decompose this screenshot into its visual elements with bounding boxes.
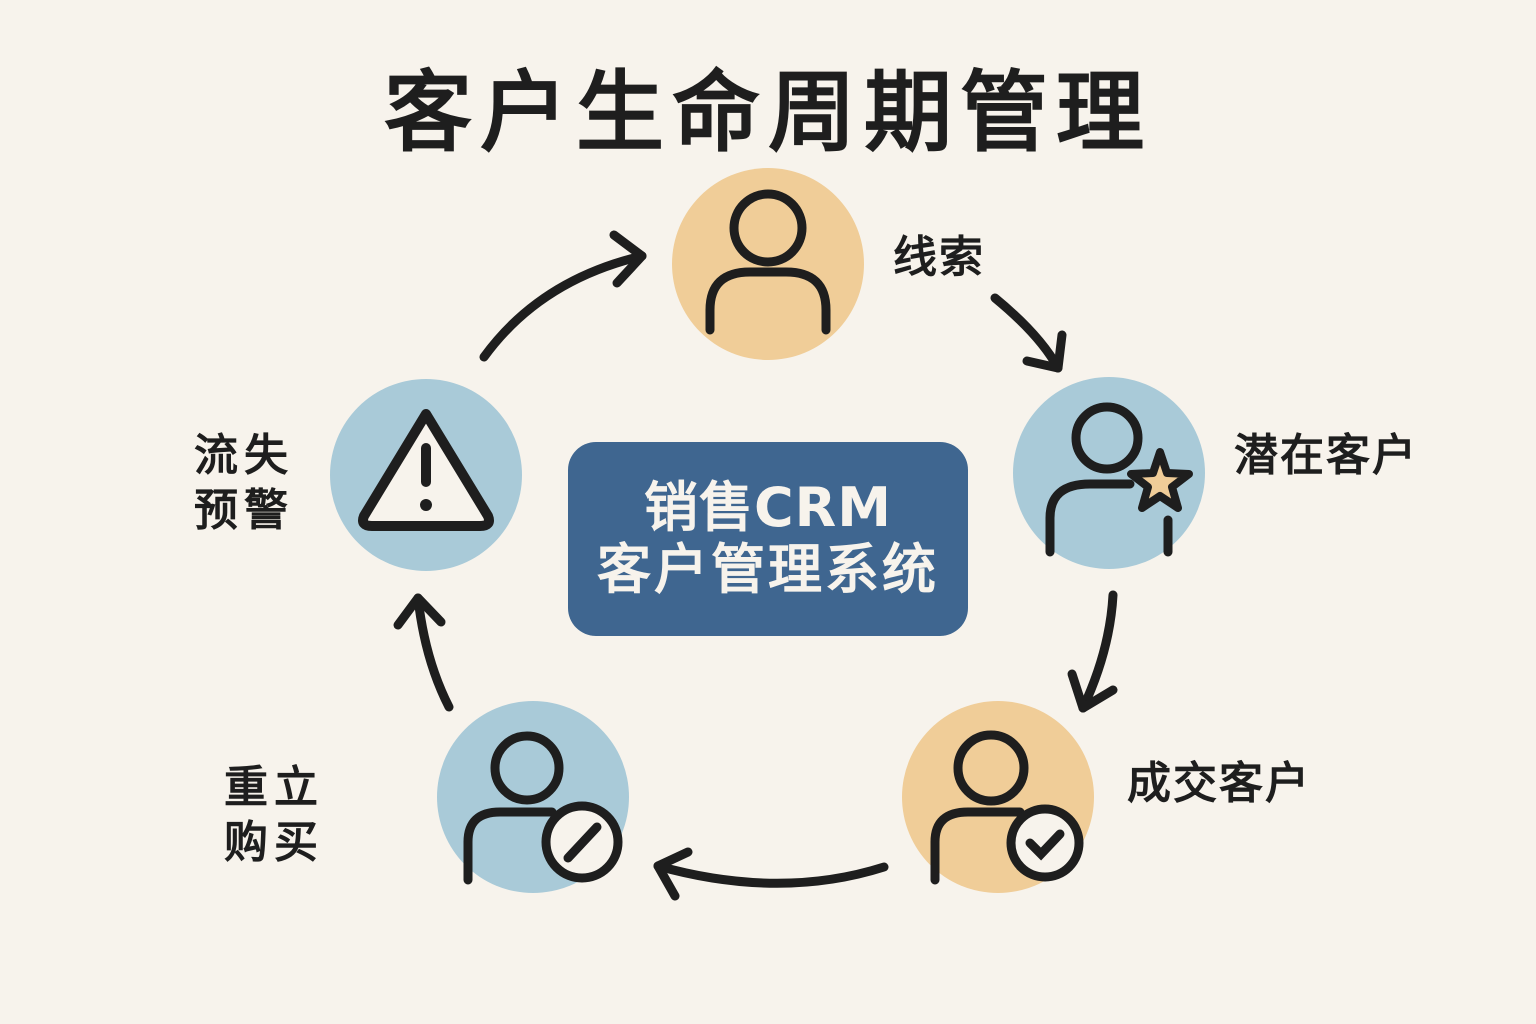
stage-customer-label: 成交客户 [1127, 758, 1311, 809]
stage-churn-label: 流失 预警 [194, 428, 304, 538]
stage-repurchase [437, 701, 629, 893]
stage-customer [902, 701, 1094, 893]
person-edit-icon [463, 731, 623, 885]
star-icon [1127, 448, 1193, 512]
arrow-prospect-to-customer [1067, 590, 1118, 713]
person-check-icon [930, 730, 1084, 885]
stage-lead-label: 线索 [893, 232, 985, 283]
stage-churn-label-line2: 预警 [194, 485, 294, 536]
stage-lead [672, 168, 864, 360]
stage-prospect-label: 潜在客户 [1234, 430, 1418, 481]
crm-system-box: 销售CRM 客户管理系统 [568, 442, 968, 636]
diagram-title: 客户生命周期管理 [383, 61, 1152, 164]
arrow-churn-to-lead [479, 230, 647, 362]
warning-icon [358, 409, 494, 531]
stage-churn-label-line1: 流失 [194, 430, 294, 481]
arrow-customer-to-repurchase [653, 847, 889, 901]
person-star-icon [1045, 402, 1193, 557]
crm-system-title-line2: 客户管理系统 [597, 538, 939, 601]
crm-system-title-line1: 销售CRM [644, 475, 892, 539]
stage-churn [330, 379, 522, 571]
stage-repurchase-label: 重立 购买 [224, 760, 334, 870]
arrow-lead-to-prospect [990, 293, 1067, 373]
person-icon [705, 189, 831, 335]
stage-repurchase-label-line1: 重立 [224, 762, 324, 813]
arrow-repurchase-to-churn [393, 593, 454, 712]
stage-prospect [1013, 377, 1205, 569]
stage-repurchase-label-line2: 购买 [224, 817, 324, 868]
